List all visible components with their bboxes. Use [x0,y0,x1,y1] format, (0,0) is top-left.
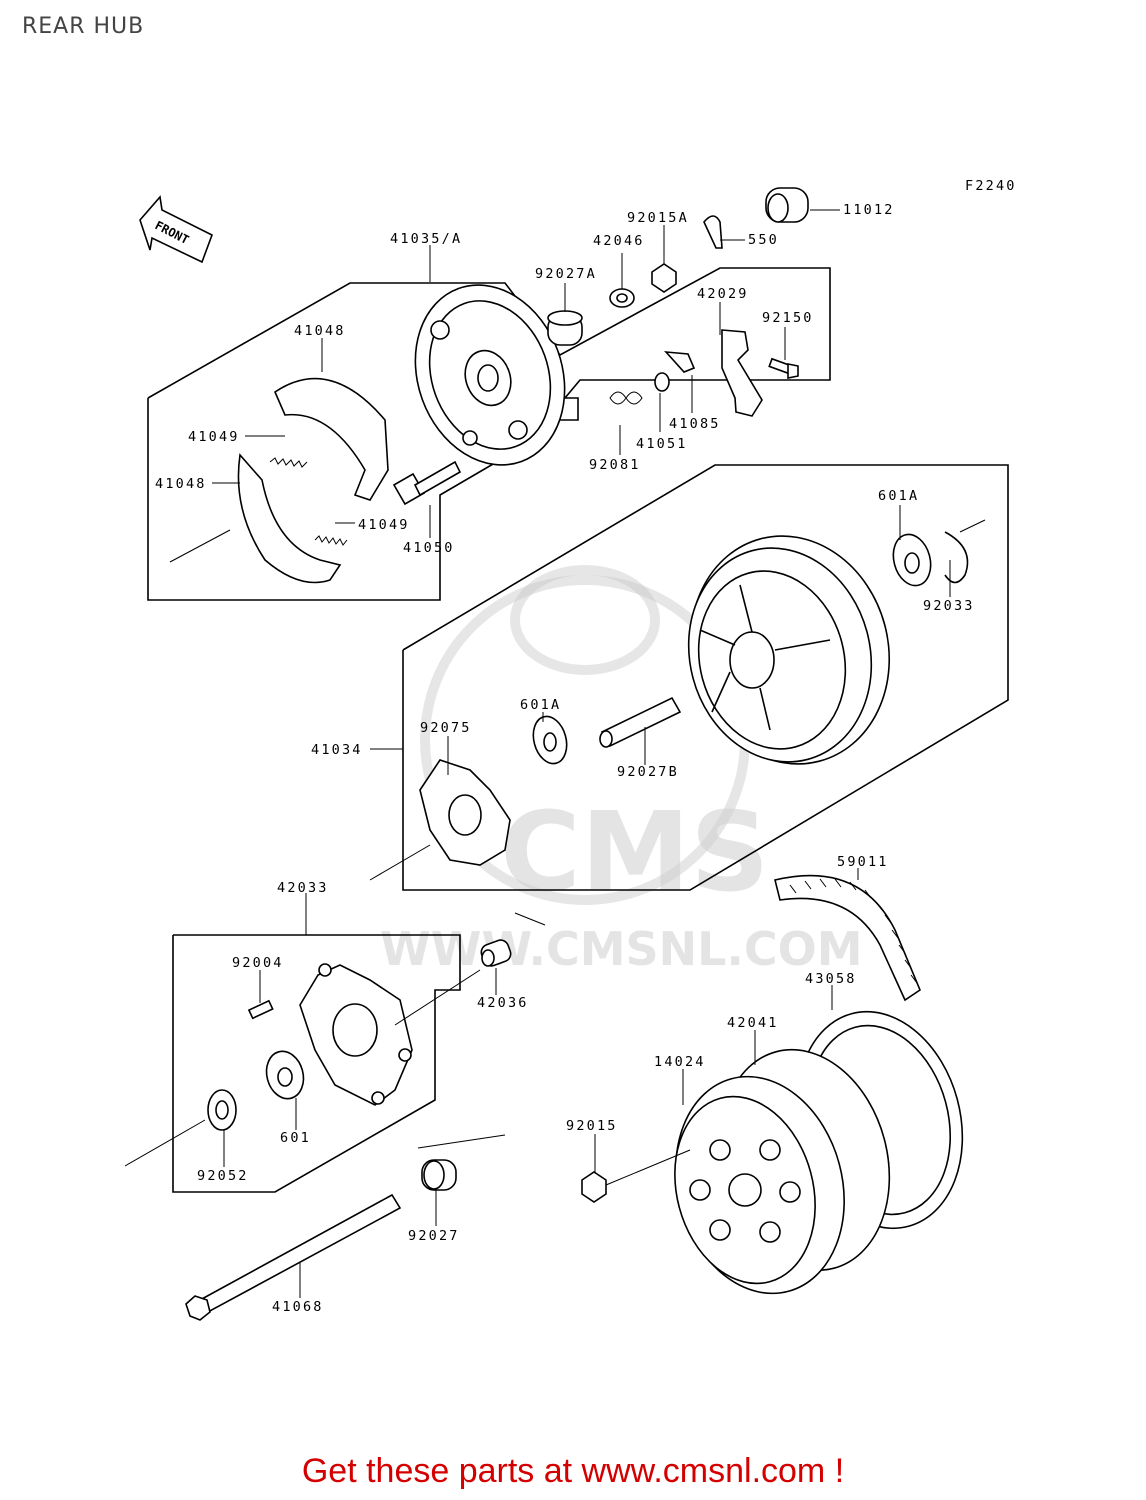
sprocket-hub-outline [172,934,461,1193]
spring-lower [314,535,348,546]
cms-watermark: CMS WWW.CMSNL.COM [380,565,863,976]
part-label: 92027A [535,266,597,282]
part-label: 43058 [805,971,857,987]
collar-92027 [421,1159,457,1191]
drive-belt [774,874,921,1002]
sprocket-coupling [299,963,413,1106]
part-label: 601 [280,1130,311,1146]
part-label: 41048 [294,323,346,339]
nut-92015 [581,1171,607,1203]
part-label: 41085 [669,416,721,432]
part-label: 41034 [311,742,363,758]
collar-42036 [480,939,512,967]
part-label: 42033 [277,880,329,896]
part-label: 59011 [837,854,889,870]
part-label: 92015A [627,210,689,226]
page-title: REAR HUB [22,14,145,39]
part-label: 92027B [617,764,679,780]
wheel-group-outline [402,464,1009,891]
collar-92027a [547,310,583,346]
part-number-labels: 11012 92015A 550 42046 41035/A 92027A 42… [155,202,975,1315]
part-label: 92004 [232,955,284,971]
cotter-pin [703,215,723,249]
part-label: 41048 [155,476,207,492]
part-label: 92027 [408,1228,460,1244]
part-label: 14024 [654,1054,706,1070]
part-label: 92033 [923,598,975,614]
brake-panel [414,284,566,466]
part-label: 92052 [197,1168,249,1184]
exploded-parts-diagram: CMS WWW.CMSNL.COM F2240 FRONT [124,178,1017,1321]
stud [247,999,274,1020]
torsion-spring [609,391,643,405]
diagram-code: F2240 [965,178,1017,194]
part-label: 92150 [762,310,814,326]
brake-shoe-lower [237,453,342,584]
brake-lever [721,329,763,417]
part-label: 42036 [477,995,529,1011]
leader-lines [212,209,951,1298]
brake-shoe-upper [274,377,389,501]
spring-upper [269,457,308,468]
hub-damper [419,759,511,866]
rear-axle [185,1193,402,1321]
part-label: 92081 [589,457,641,473]
seal-41051 [654,372,670,392]
part-label: 92015 [566,1118,618,1134]
nut-92015a [651,263,677,293]
part-label: 42041 [727,1015,779,1031]
spacer-tube [599,696,682,748]
circlip [944,531,969,584]
brake-cam [392,460,462,506]
svg-text:WWW.CMSNL.COM: WWW.CMSNL.COM [380,922,863,976]
collar-11012 [765,187,809,223]
part-label: 11012 [843,202,895,218]
part-label: 601A [520,697,561,713]
part-label: 42046 [593,233,645,249]
svg-text:CMS: CMS [500,788,769,916]
part-label: 41068 [272,1299,324,1315]
part-label: 550 [748,232,779,248]
bearing-601 [265,1050,305,1100]
footer-banner[interactable]: Get these parts at www.cmsnl.com ! [301,1452,845,1490]
rear-wheel [687,535,891,765]
part-label: 41049 [188,429,240,445]
part-label: 92075 [420,720,472,736]
bearing-601a-right [892,533,932,587]
part-label: 41051 [636,436,688,452]
bolt-92150 [768,357,799,379]
wear-indicator [664,351,696,373]
part-label: 41050 [403,540,455,556]
washer-42046 [609,288,635,308]
part-label: 41035/A [390,231,462,247]
part-label: 42029 [697,286,749,302]
rear-pulley [674,1010,964,1295]
bearing-601a-left [532,715,568,765]
part-label: 601A [878,488,919,504]
washer-92052 [207,1089,237,1131]
part-label: 41049 [358,517,410,533]
front-arrow: FRONT [139,195,213,264]
